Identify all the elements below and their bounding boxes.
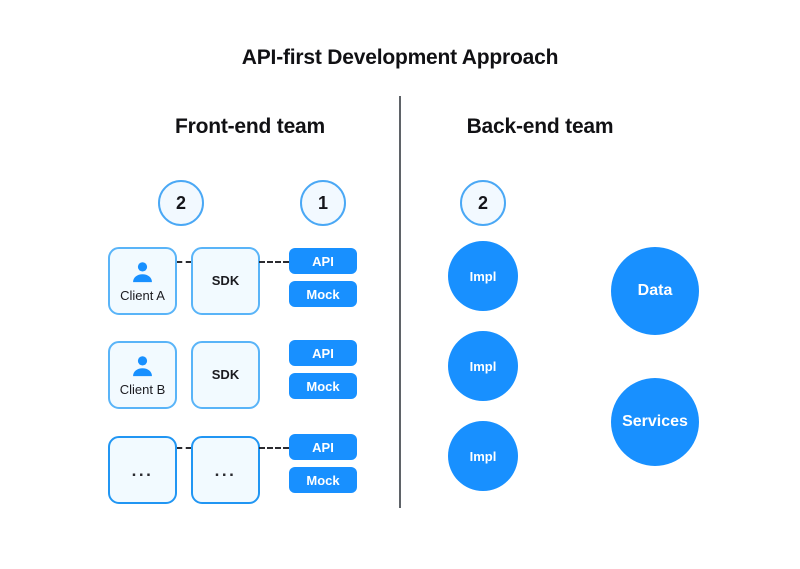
impl-circle-1[interactable]: Impl <box>448 241 518 311</box>
user-icon <box>129 353 156 380</box>
page-title: API-first Development Approach <box>241 46 559 69</box>
services-circle[interactable]: Services <box>611 378 699 466</box>
step-badge-api: 1 <box>300 180 346 226</box>
sdk-box-label: SDK <box>211 366 240 382</box>
sdk-box-row-1[interactable]: SDK <box>191 247 260 315</box>
connector-client-sdk-row-1 <box>177 261 191 263</box>
team-divider <box>399 96 401 508</box>
client-box-a[interactable]: Client A <box>108 247 177 315</box>
sdk-box-row-2[interactable]: SDK <box>191 341 260 409</box>
mock-pill-row-2[interactable]: Mock <box>289 373 357 399</box>
user-icon <box>129 259 156 286</box>
mock-pill-row-1[interactable]: Mock <box>289 281 357 307</box>
impl-circle-3[interactable]: Impl <box>448 421 518 491</box>
connector-sdk-api-row-1 <box>259 261 289 263</box>
ellipsis-label: ... <box>214 460 237 480</box>
api-pill-row-2[interactable]: API <box>289 340 357 366</box>
impl-circle-2[interactable]: Impl <box>448 331 518 401</box>
client-box-ellipsis[interactable]: ... <box>108 436 177 504</box>
step-badge-client: 2 <box>158 180 204 226</box>
client-box-label: Client A <box>120 287 165 303</box>
ellipsis-label: ... <box>131 460 154 480</box>
sdk-box-label: SDK <box>211 272 240 288</box>
back-end-team-heading: Back-end team <box>466 115 614 138</box>
connector-client-sdk-row-3 <box>177 447 191 449</box>
step-badge-impl: 2 <box>460 180 506 226</box>
client-box-label: Client B <box>119 381 166 397</box>
front-end-team-heading: Front-end team <box>174 115 326 138</box>
mock-pill-row-3[interactable]: Mock <box>289 467 357 493</box>
api-pill-row-3[interactable]: API <box>289 434 357 460</box>
sdk-box-ellipsis[interactable]: ... <box>191 436 260 504</box>
data-circle[interactable]: Data <box>611 247 699 335</box>
client-box-b[interactable]: Client B <box>108 341 177 409</box>
connector-sdk-api-row-3 <box>259 447 289 449</box>
api-pill-row-1[interactable]: API <box>289 248 357 274</box>
